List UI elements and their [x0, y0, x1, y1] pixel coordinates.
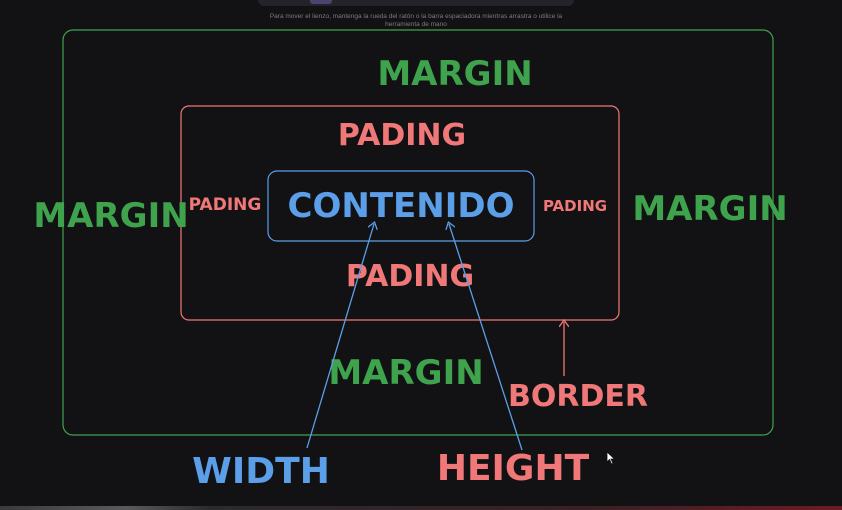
margin-label-bottom: MARGIN — [328, 353, 483, 393]
margin-label-right: MARGIN — [632, 189, 787, 229]
padding-label-left: PADING — [189, 195, 262, 215]
hint-line-1: Para mover el lienzo, mantenga la rueda … — [269, 13, 563, 20]
hint-line-2: herramienta de mano — [385, 21, 447, 28]
padding-label-top: PADING — [338, 118, 466, 153]
padding-label-right: PADING — [543, 197, 607, 215]
mouse-pointer-icon — [606, 451, 616, 465]
content-box[interactable] — [267, 170, 535, 242]
border-box[interactable] — [180, 105, 620, 321]
border-label: BORDER — [508, 379, 648, 414]
width-arrow[interactable] — [306, 224, 374, 449]
active-tool-indicator[interactable] — [310, 0, 332, 4]
canvas-hint: Para mover el lienzo, mantenga la rueda … — [258, 13, 574, 29]
margin-label-left: MARGIN — [33, 196, 188, 236]
padding-label-bottom: PADING — [346, 259, 474, 294]
height-label: HEIGHT — [437, 448, 590, 489]
margin-box[interactable] — [62, 29, 774, 436]
taskbar-edge — [0, 506, 842, 510]
height-arrow[interactable] — [449, 224, 523, 451]
toolbar — [258, 0, 574, 6]
margin-label-top: MARGIN — [377, 54, 532, 94]
content-label: CONTENIDO — [288, 186, 515, 226]
width-label: WIDTH — [192, 451, 330, 492]
